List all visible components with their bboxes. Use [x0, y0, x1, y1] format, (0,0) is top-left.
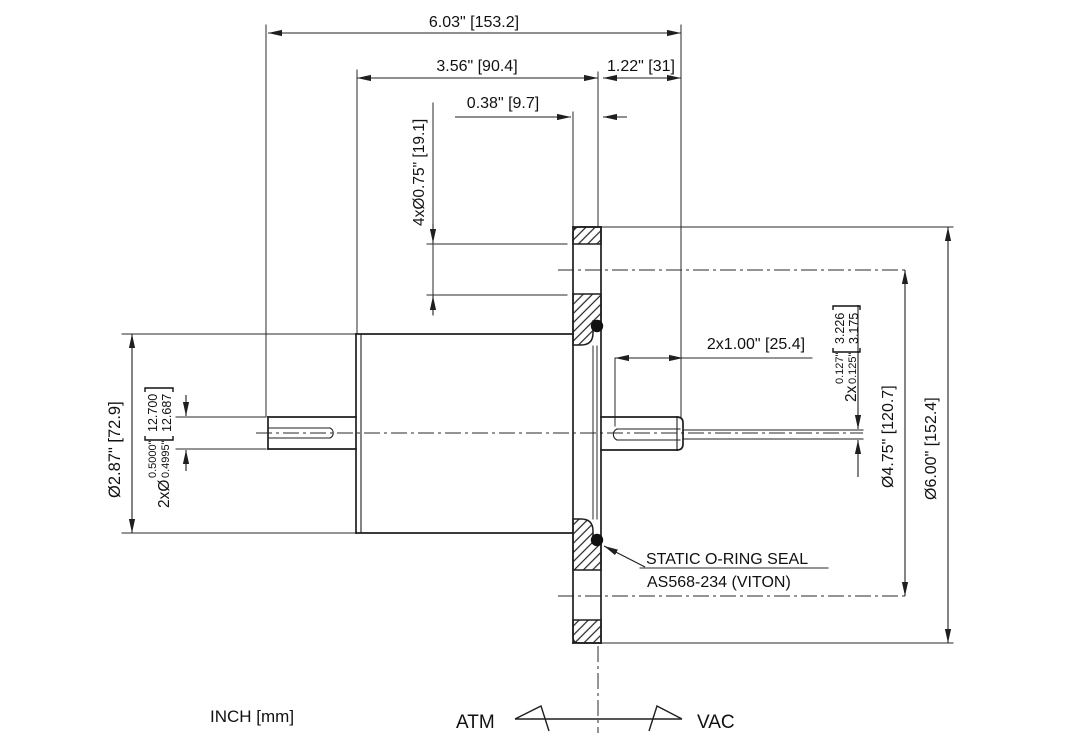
body-cylinder	[355, 333, 574, 534]
bracket-close	[832, 305, 861, 310]
centerlines	[256, 269, 908, 733]
label-shaft-extension: 1.22" [31]	[607, 58, 675, 75]
bracket-open	[144, 436, 174, 441]
oring-leader-line	[603, 545, 646, 568]
dimension-lines	[128, 29, 952, 643]
thin-dia-mm-upper: 3.226	[833, 313, 847, 344]
shaft-dia-mm-lower: 12.687	[160, 394, 174, 432]
label-overall-length: 6.03" [153.2]	[429, 14, 519, 31]
thin-dia-mm-lower: 3.175	[847, 313, 861, 344]
thin-dia-inch-lower: 0.125"	[847, 352, 859, 384]
thin-dia-inch-upper: 0.127"	[834, 352, 846, 384]
label-body-diameter: Ø2.87" [72.9]	[106, 401, 124, 498]
oring-note-line1: STATIC O-RING SEAL	[646, 551, 808, 568]
oring-note-line2: AS568-234 (VITON)	[647, 574, 791, 591]
annotations: STATIC O-RING SEAL AS568-234 (VITON) INC…	[210, 551, 808, 733]
atm-flag-icon	[514, 705, 550, 732]
flange-section-top	[572, 226, 602, 245]
right-keyway-end	[612, 428, 618, 441]
shaft-dia-inch-upper: 0.5000"	[147, 440, 159, 478]
label-body-length: 3.56" [90.4]	[436, 58, 517, 75]
vac-flag-icon	[648, 704, 683, 732]
label-shaft-diameter: 2xØ 0.5000" 0.4995" 12.700 12.687	[144, 387, 174, 508]
flange-section-upper-oring	[572, 293, 602, 346]
dimension-labels: 6.03" [153.2] 3.56" [90.4] 1.22" [31] 0.…	[106, 14, 940, 508]
shaft-dia-mm-upper: 12.700	[146, 394, 160, 432]
pressure-boundary-symbols	[514, 704, 683, 732]
right-shaft	[600, 416, 684, 451]
vac-label: VAC	[697, 712, 735, 733]
oring-cross-section-bottom	[590, 533, 604, 547]
left-keyway-end	[329, 427, 334, 439]
label-bolt-circle: Ø4.75" [120.7]	[880, 385, 897, 488]
units-note: INCH [mm]	[210, 707, 294, 726]
shaft-dia-inch-lower: 0.4995"	[160, 440, 172, 478]
thin-shaft	[682, 429, 864, 440]
left-shaft	[267, 416, 357, 450]
oring-cross-section-top	[590, 319, 604, 333]
flange-plate	[572, 226, 602, 644]
label-bolt-holes: 4xØ0.75" [19.1]	[411, 119, 428, 226]
atm-label: ATM	[456, 712, 495, 733]
label-shaft-flat-length: 2x1.00" [25.4]	[707, 336, 805, 353]
flange-hatching	[572, 226, 604, 644]
label-flange-thickness: 0.38" [9.7]	[467, 95, 539, 112]
extension-lines	[121, 24, 954, 644]
label-flange-od: Ø6.00" [152.4]	[923, 397, 940, 500]
bracket-open	[832, 348, 861, 353]
flange-section-bottom	[572, 619, 602, 644]
thin-dia-prefix: 2x	[843, 385, 860, 402]
bracket-close	[144, 387, 174, 392]
shaft-dia-prefix: 2xØ	[156, 480, 173, 508]
label-thin-shaft-diameter: 2x 0.127" 0.125" 3.226 3.175	[832, 305, 861, 402]
